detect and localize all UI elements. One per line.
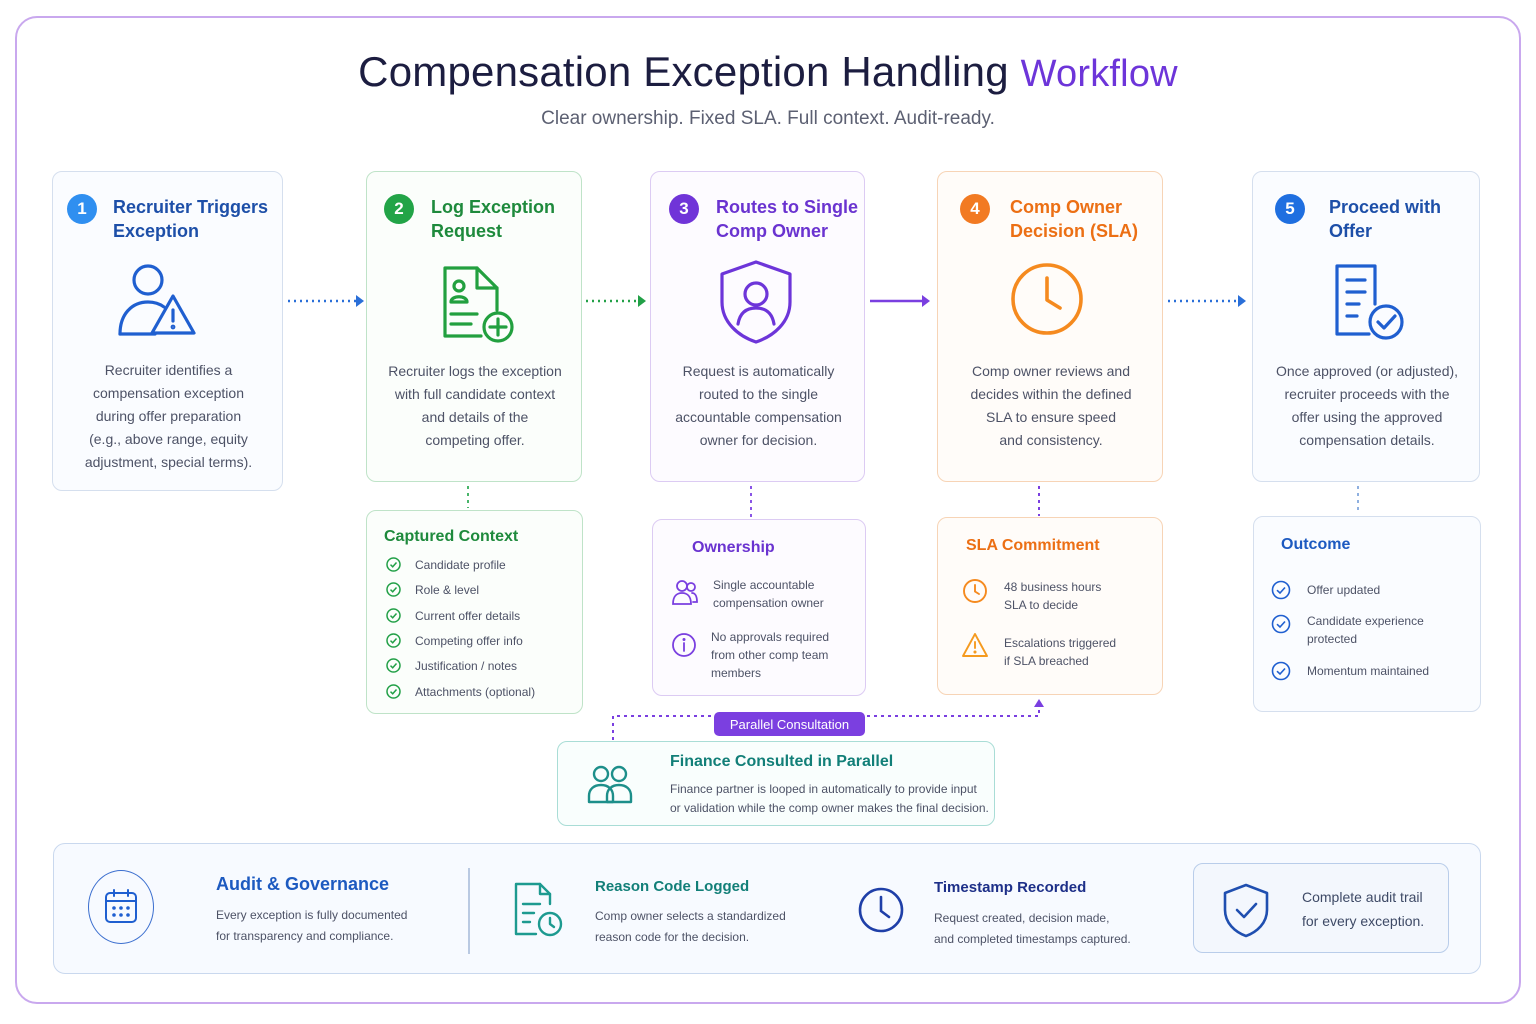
finance-desc: Finance partner is looped in automatical… — [670, 782, 989, 815]
ownership-card: Ownership — [652, 519, 866, 696]
audit-calendar-badge — [88, 870, 154, 944]
users-icon — [587, 765, 633, 804]
check-circle-icon — [386, 633, 401, 648]
ownership-title: Ownership — [692, 539, 775, 556]
step-desc-5: Once approved (or adjusted),recruiter pr… — [1275, 363, 1459, 448]
clock-icon — [858, 887, 904, 933]
timestamp-title: Timestamp Recorded — [934, 879, 1087, 896]
list-item: Competing offer info — [386, 633, 523, 648]
user-warning-icon — [118, 264, 196, 336]
shield-check-icon — [1223, 883, 1269, 938]
check-circle-icon — [386, 608, 401, 623]
check-circle-icon — [386, 658, 401, 673]
audit-title: Audit & Governance — [216, 874, 390, 894]
reason-code-title: Reason Code Logged — [595, 878, 750, 895]
document-clock-icon — [514, 882, 563, 937]
check-circle-icon — [1271, 614, 1291, 634]
step-badge-5: 5 — [1275, 194, 1305, 224]
list-item: Current offer details — [386, 608, 520, 623]
sla-card: SLA Commitment — [937, 517, 1163, 695]
audit-governance-panel: Audit & Governance Every exception is fu… — [53, 843, 1481, 974]
list-item: Candidate profile — [386, 557, 506, 572]
info-icon — [672, 633, 696, 657]
step-badge-3: 3 — [669, 194, 699, 224]
captured-context-title: Captured Context — [384, 528, 519, 545]
finance-card: Finance Consulted in Parallel Finance pa… — [557, 741, 995, 826]
outcome-card: Outcome — [1253, 516, 1481, 712]
timestamp-desc: Request created, decision made,and compl… — [934, 911, 1131, 946]
step-badge-4: 4 — [960, 194, 990, 224]
audit-divider — [468, 868, 470, 954]
outer-frame — [15, 16, 1521, 1004]
check-circle-icon — [386, 557, 401, 572]
warning-icon — [962, 633, 988, 657]
page-title: Compensation Exception Handling Workflow — [358, 48, 1178, 95]
captured-context-card: Captured Context — [366, 510, 583, 714]
sla-title: SLA Commitment — [966, 537, 1100, 554]
check-circle-icon — [386, 684, 401, 699]
parallel-consultation-pill: Parallel Consultation — [714, 712, 865, 736]
document-add-icon — [443, 266, 514, 343]
outcome-item: Momentum maintained — [1271, 661, 1429, 681]
step-badge-2: 2 — [384, 194, 414, 224]
finance-title: Finance Consulted in Parallel — [670, 753, 894, 770]
clock-icon — [1011, 263, 1083, 335]
document-check-icon — [1335, 264, 1404, 340]
check-circle-icon — [386, 582, 401, 597]
clock-icon — [963, 579, 987, 603]
page-subtitle: Clear ownership. Fixed SLA. Full context… — [541, 108, 995, 129]
outcome-title: Outcome — [1281, 536, 1351, 553]
outcome-item: Offer updated — [1271, 580, 1380, 600]
shield-user-icon — [720, 260, 792, 344]
users-icon — [672, 580, 698, 605]
check-circle-icon — [1271, 661, 1291, 681]
step-badge-1: 1 — [67, 194, 97, 224]
list-item: Role & level — [386, 582, 479, 597]
list-item: Justification / notes — [386, 658, 517, 673]
calendar-icon — [105, 889, 137, 923]
check-circle-icon — [1271, 580, 1291, 600]
list-item: Attachments (optional) — [386, 684, 535, 699]
